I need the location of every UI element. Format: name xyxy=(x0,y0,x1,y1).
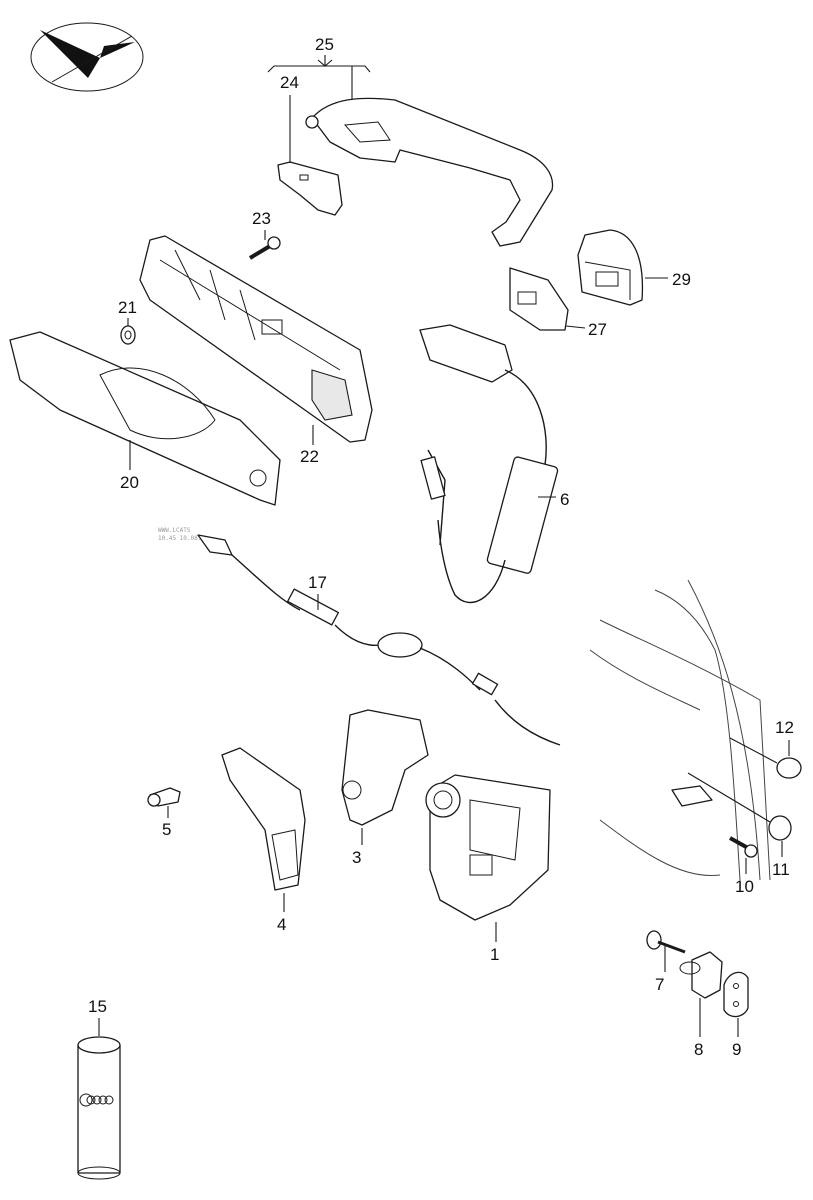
part-label-25: 25 xyxy=(315,35,334,54)
small-cover xyxy=(509,267,569,331)
door-frame-outline xyxy=(589,579,771,881)
bolt-10 xyxy=(729,836,758,858)
washer-21 xyxy=(120,325,136,345)
part-label-22: 22 xyxy=(300,447,319,466)
handle-seal xyxy=(9,331,281,506)
bowden-cable-17 xyxy=(197,534,561,746)
part-label-7: 7 xyxy=(655,975,664,994)
part-label-24: 24 xyxy=(280,73,299,92)
part-label-10: 10 xyxy=(735,877,754,896)
door-lock-1 xyxy=(425,774,551,921)
bolt-23 xyxy=(248,236,281,260)
clip-5 xyxy=(147,787,181,807)
label-25-group: 25 xyxy=(267,35,371,100)
part-label-17: 17 xyxy=(308,573,327,592)
bracket-3 xyxy=(341,709,429,826)
part-label-11: 11 xyxy=(772,860,790,879)
part-label-23: 23 xyxy=(252,209,271,228)
watermark-line-1: WWW.LCATS xyxy=(158,527,191,534)
part-label-12: 12 xyxy=(775,718,794,737)
plug-12 xyxy=(776,757,802,779)
exterior-door-handle xyxy=(305,97,554,247)
part-label-4: 4 xyxy=(277,915,286,934)
part-label-21: 21 xyxy=(118,298,137,317)
part-label-20: 20 xyxy=(120,473,139,492)
part-label-3: 3 xyxy=(352,848,361,867)
four-rings-logo xyxy=(79,1093,114,1107)
part-label-6: 6 xyxy=(560,490,569,509)
part-label-8: 8 xyxy=(694,1040,703,1059)
part-label-29: 29 xyxy=(672,270,691,289)
orientation-arrow-icon xyxy=(30,22,144,92)
lock-cover-4 xyxy=(221,747,306,891)
handle-cap-insert xyxy=(277,161,343,216)
part-label-15: 15 xyxy=(88,997,107,1016)
shim-plate-9 xyxy=(723,971,749,1018)
plug-11 xyxy=(768,815,792,841)
screw-7 xyxy=(646,930,686,954)
striker-8 xyxy=(679,951,723,999)
part-label-9: 9 xyxy=(732,1040,741,1059)
handle-carrier xyxy=(139,235,373,443)
part-label-5: 5 xyxy=(162,820,171,839)
bowden-cable-6 xyxy=(419,324,559,604)
part-label-27: 27 xyxy=(588,320,607,339)
watermark-line-2: 10.45 10.08.2 xyxy=(158,535,205,542)
handle-end-cap xyxy=(577,229,644,306)
part-label-1: 1 xyxy=(490,945,499,964)
lubricant-spray-can xyxy=(77,1036,121,1180)
